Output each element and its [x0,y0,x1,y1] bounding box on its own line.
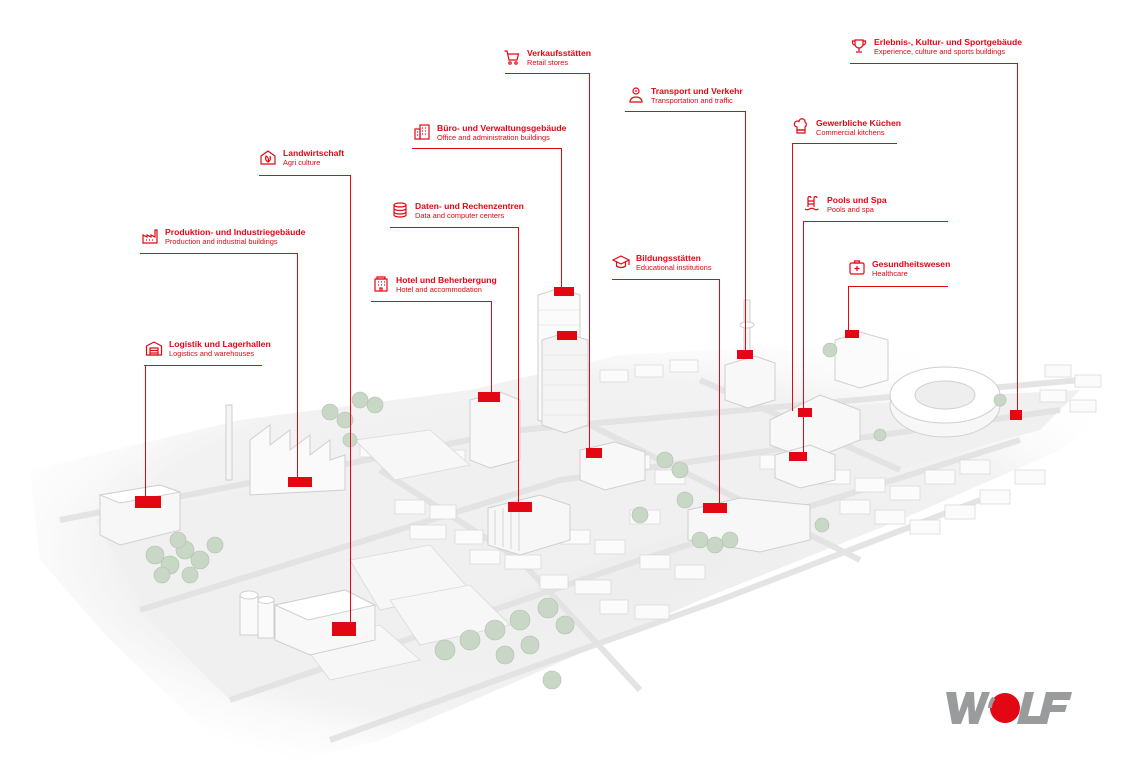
callout-title: Büro- und Verwaltungsgebäude [437,123,567,133]
callout-transport: Transport und Verkehr Transportation and… [627,86,743,106]
office-building-icon [413,123,431,141]
factory-icon [141,227,159,245]
barn-leaf-icon [259,148,277,166]
leader-line [848,286,948,287]
warehouse-building [98,484,182,546]
callout-subtitle: Office and administration buildings [437,133,550,142]
pool-building [774,444,836,489]
pool-ladder-icon [803,195,821,213]
callout-subtitle: Logistics and warehouses [169,349,255,358]
parking-lots [299,429,511,681]
wolf-logo [946,692,1072,724]
callout-production: Produktion- und Industriegebäude Product… [141,227,305,247]
leader-line [491,301,492,393]
callout-title: Verkaufsstätten [527,48,592,58]
medical-cross-icon [848,259,866,277]
leader-line [792,143,793,411]
callout-subtitle: Pools and spa [827,205,874,214]
leader-line [745,111,746,354]
callout-title: Gewerbliche Küchen [816,118,902,128]
callout-hotel: Hotel und Beherbergung Hotel and accommo… [372,275,497,295]
leader-line [561,148,562,290]
person-with-map-pin-icon [627,86,645,104]
callout-subtitle: Hotel and accommodation [396,285,482,294]
callout-subtitle: Commercial kitchens [816,128,885,137]
leader-line [719,279,720,507]
callout-title: Erlebnis-, Kultur- und Sportgebäude [874,37,1023,47]
retail-building [579,441,646,491]
leader-line [390,227,519,228]
leader-line [350,175,351,627]
stadium-building [889,366,1022,438]
shopping-cart-icon [503,48,521,66]
callout-subtitle: Production and industrial buildings [165,237,278,246]
leader-line [850,63,1018,64]
callout-title: Gesundheitswesen [872,259,951,269]
hospital-building [834,330,889,389]
callout-subtitle: Data and computer centers [415,211,505,220]
callout-subtitle: Retail stores [527,58,569,67]
callout-logistics: Logistik und Lagerhallen Logistics and w… [145,339,271,359]
hotel-building [469,391,521,469]
leader-line [625,111,746,112]
callout-agriculture: Landwirtschaft Agri culture [259,148,344,168]
kitchen-building [769,394,861,461]
callout-title: Daten- und Rechenzentren [415,201,524,211]
trophy-icon [850,37,868,55]
database-icon [391,201,409,219]
callout-subtitle: Healthcare [872,269,908,278]
leader-line [505,73,590,74]
leader-line [259,175,351,176]
callout-title: Hotel und Beherbergung [396,275,497,285]
callout-title: Transport und Verkehr [651,86,743,96]
leader-line [612,279,720,280]
callout-title: Produktion- und Industriegebäude [165,227,306,237]
warehouse-icon [145,339,163,357]
graduation-cap-icon [612,253,630,271]
leader-line [518,227,519,504]
chef-hat-icon [792,118,810,136]
callout-title: Landwirtschaft [283,148,345,158]
leader-line [412,148,562,149]
leader-line [589,73,590,450]
office-towers [537,287,589,434]
leader-line [792,143,897,144]
data-center-building [487,494,571,556]
leader-line [144,365,262,366]
callout-commercial-kitchens: Gewerbliche Küchen Commercial kitchens [792,118,901,138]
callout-pools-spa: Pools und Spa Pools and spa [803,195,887,215]
callout-office: Büro- und Verwaltungsgebäude Office and … [413,123,566,143]
callout-subtitle: Transportation and traffic [651,96,733,105]
callout-healthcare: Gesundheitswesen Healthcare [848,259,950,279]
leader-line [297,253,298,478]
callout-title: Bildungsstätten [636,253,701,263]
callout-subtitle: Experience, culture and sports buildings [874,47,1006,56]
leader-line [1017,63,1018,415]
callout-title: Logistik und Lagerhallen [169,339,271,349]
leader-line [371,301,492,302]
leader-line [140,253,298,254]
city-blocks [359,359,1102,620]
transport-tower [724,299,776,409]
callout-education: Bildungsstätten Educational institutions [612,253,712,273]
leader-line [145,365,146,498]
callout-subtitle: Agri culture [283,158,321,167]
hotel-icon [372,275,390,293]
leader-line [848,286,849,333]
callout-retail: Verkaufsstätten Retail stores [503,48,591,68]
callout-subtitle: Educational institutions [636,263,712,272]
callout-data-centers: Daten- und Rechenzentren Data and comput… [391,201,524,221]
leader-line [803,221,804,455]
leader-line [803,221,948,222]
callout-title: Pools und Spa [827,195,887,205]
callout-experience-culture-sports: Erlebnis-, Kultur- und Sportgebäude Expe… [850,37,1022,57]
